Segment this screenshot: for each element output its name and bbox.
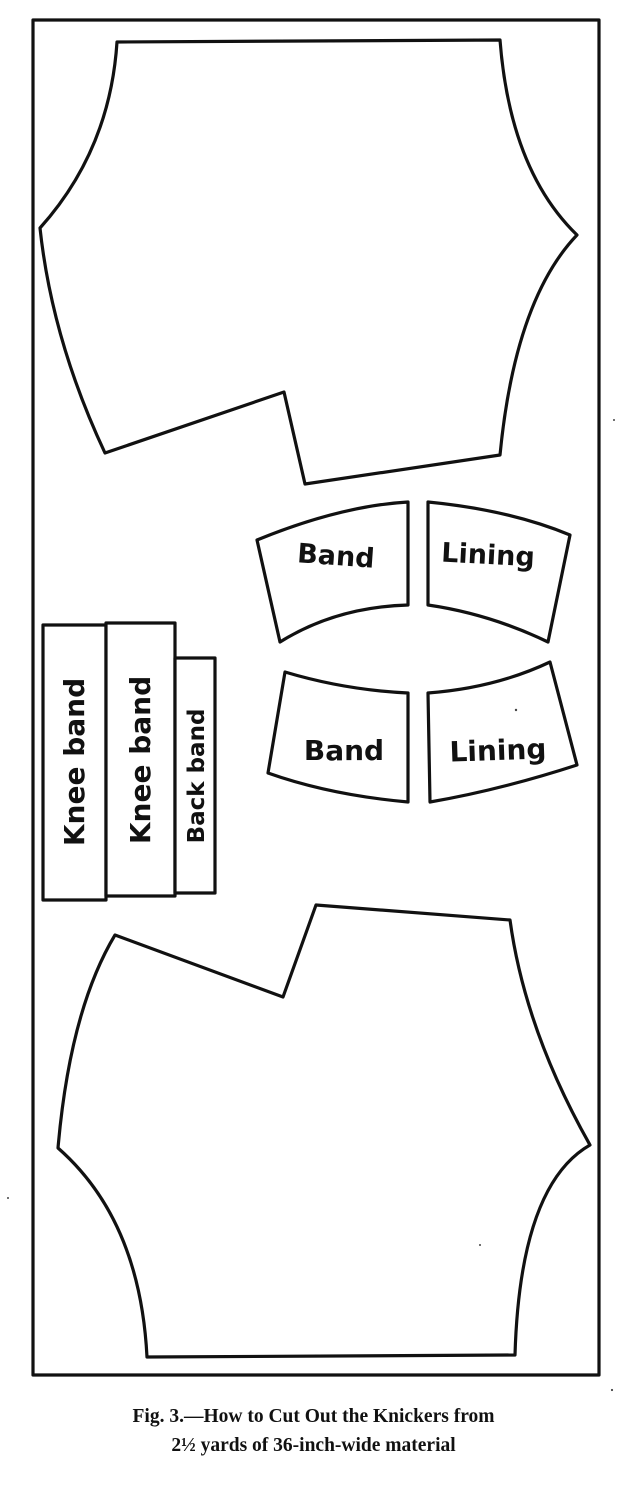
scan-speck bbox=[514, 708, 518, 712]
scan-speck bbox=[7, 1197, 9, 1199]
knicker-piece-bottom bbox=[56, 903, 592, 1359]
lining-label-lower: Lining bbox=[449, 732, 547, 768]
band-label-upper: Band bbox=[296, 538, 375, 574]
lining-piece-lower bbox=[426, 660, 579, 804]
back-band-label: Back band bbox=[184, 709, 210, 844]
knee-band-label-2: Knee band bbox=[124, 676, 157, 844]
scan-speck bbox=[610, 1388, 614, 1392]
band-piece-lower bbox=[266, 670, 410, 804]
scan-speck bbox=[613, 419, 615, 421]
band-label-lower: Band bbox=[304, 734, 384, 767]
band-piece-upper bbox=[255, 500, 410, 644]
figure-caption: Fig. 3.—How to Cut Out the Knickers from… bbox=[0, 1402, 627, 1460]
lining-label-upper: Lining bbox=[441, 538, 536, 574]
caption-line-2: 2½ yards of 36-inch-wide material bbox=[171, 1435, 456, 1456]
scan-speck bbox=[479, 1244, 481, 1246]
knee-band-label-1: Knee band bbox=[58, 678, 91, 846]
fabric-outline bbox=[31, 18, 601, 1377]
knee-band-piece-1 bbox=[41, 623, 108, 902]
caption-line-1: Fig. 3.—How to Cut Out the Knickers from bbox=[132, 1406, 495, 1427]
back-band-piece bbox=[173, 656, 217, 895]
knicker-piece-top bbox=[38, 38, 579, 486]
lining-piece-upper bbox=[426, 500, 572, 644]
